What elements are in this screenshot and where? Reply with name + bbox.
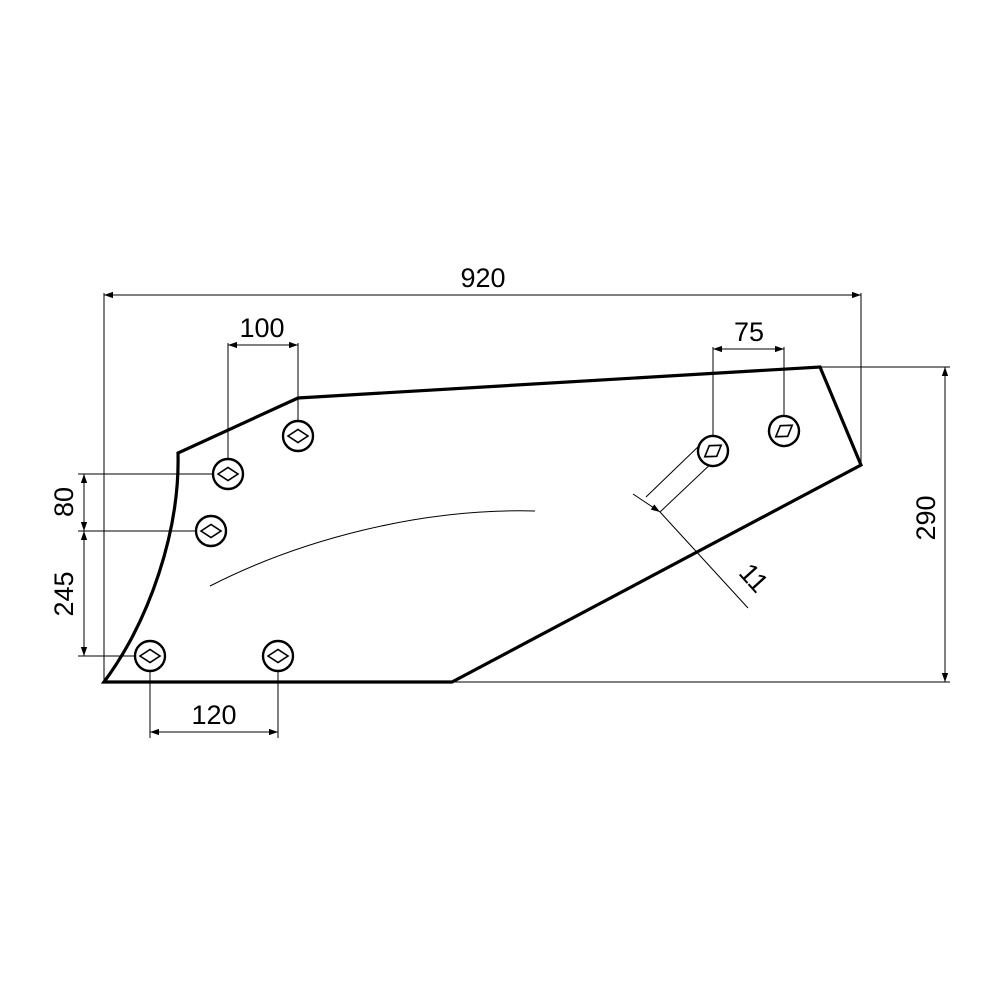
dim-left-upper-spacing: 80 xyxy=(49,487,79,517)
bolt-holes xyxy=(133,414,801,673)
dim-line-slot-width xyxy=(632,493,661,513)
countersunk-square-hole-icon xyxy=(194,514,228,548)
share-curve-line xyxy=(209,510,536,587)
countersunk-square-hole-icon xyxy=(281,419,315,453)
countersunk-square-hole-icon xyxy=(133,639,167,673)
dim-overall-height: 290 xyxy=(911,495,941,540)
countersunk-square-hole-icon xyxy=(767,414,801,448)
extension-lines xyxy=(78,293,950,738)
dim-left-lower-spacing: 245 xyxy=(49,571,79,616)
dim-bottom-hole-spacing: 120 xyxy=(191,700,236,730)
share-outline xyxy=(100,365,864,684)
dim-top-right-hole-spacing: 75 xyxy=(734,317,764,347)
slot-extension-lines xyxy=(645,442,717,513)
dimension-lines xyxy=(80,291,949,736)
countersunk-square-hole-icon xyxy=(696,434,730,468)
dim-overall-length: 920 xyxy=(460,263,505,293)
countersunk-square-hole-icon xyxy=(211,457,245,491)
dim-top-left-hole-spacing: 100 xyxy=(239,313,284,343)
dim-line-slot-leader xyxy=(659,511,749,609)
dim-slot-width: 11 xyxy=(733,558,774,599)
countersunk-square-hole-icon xyxy=(261,639,295,673)
